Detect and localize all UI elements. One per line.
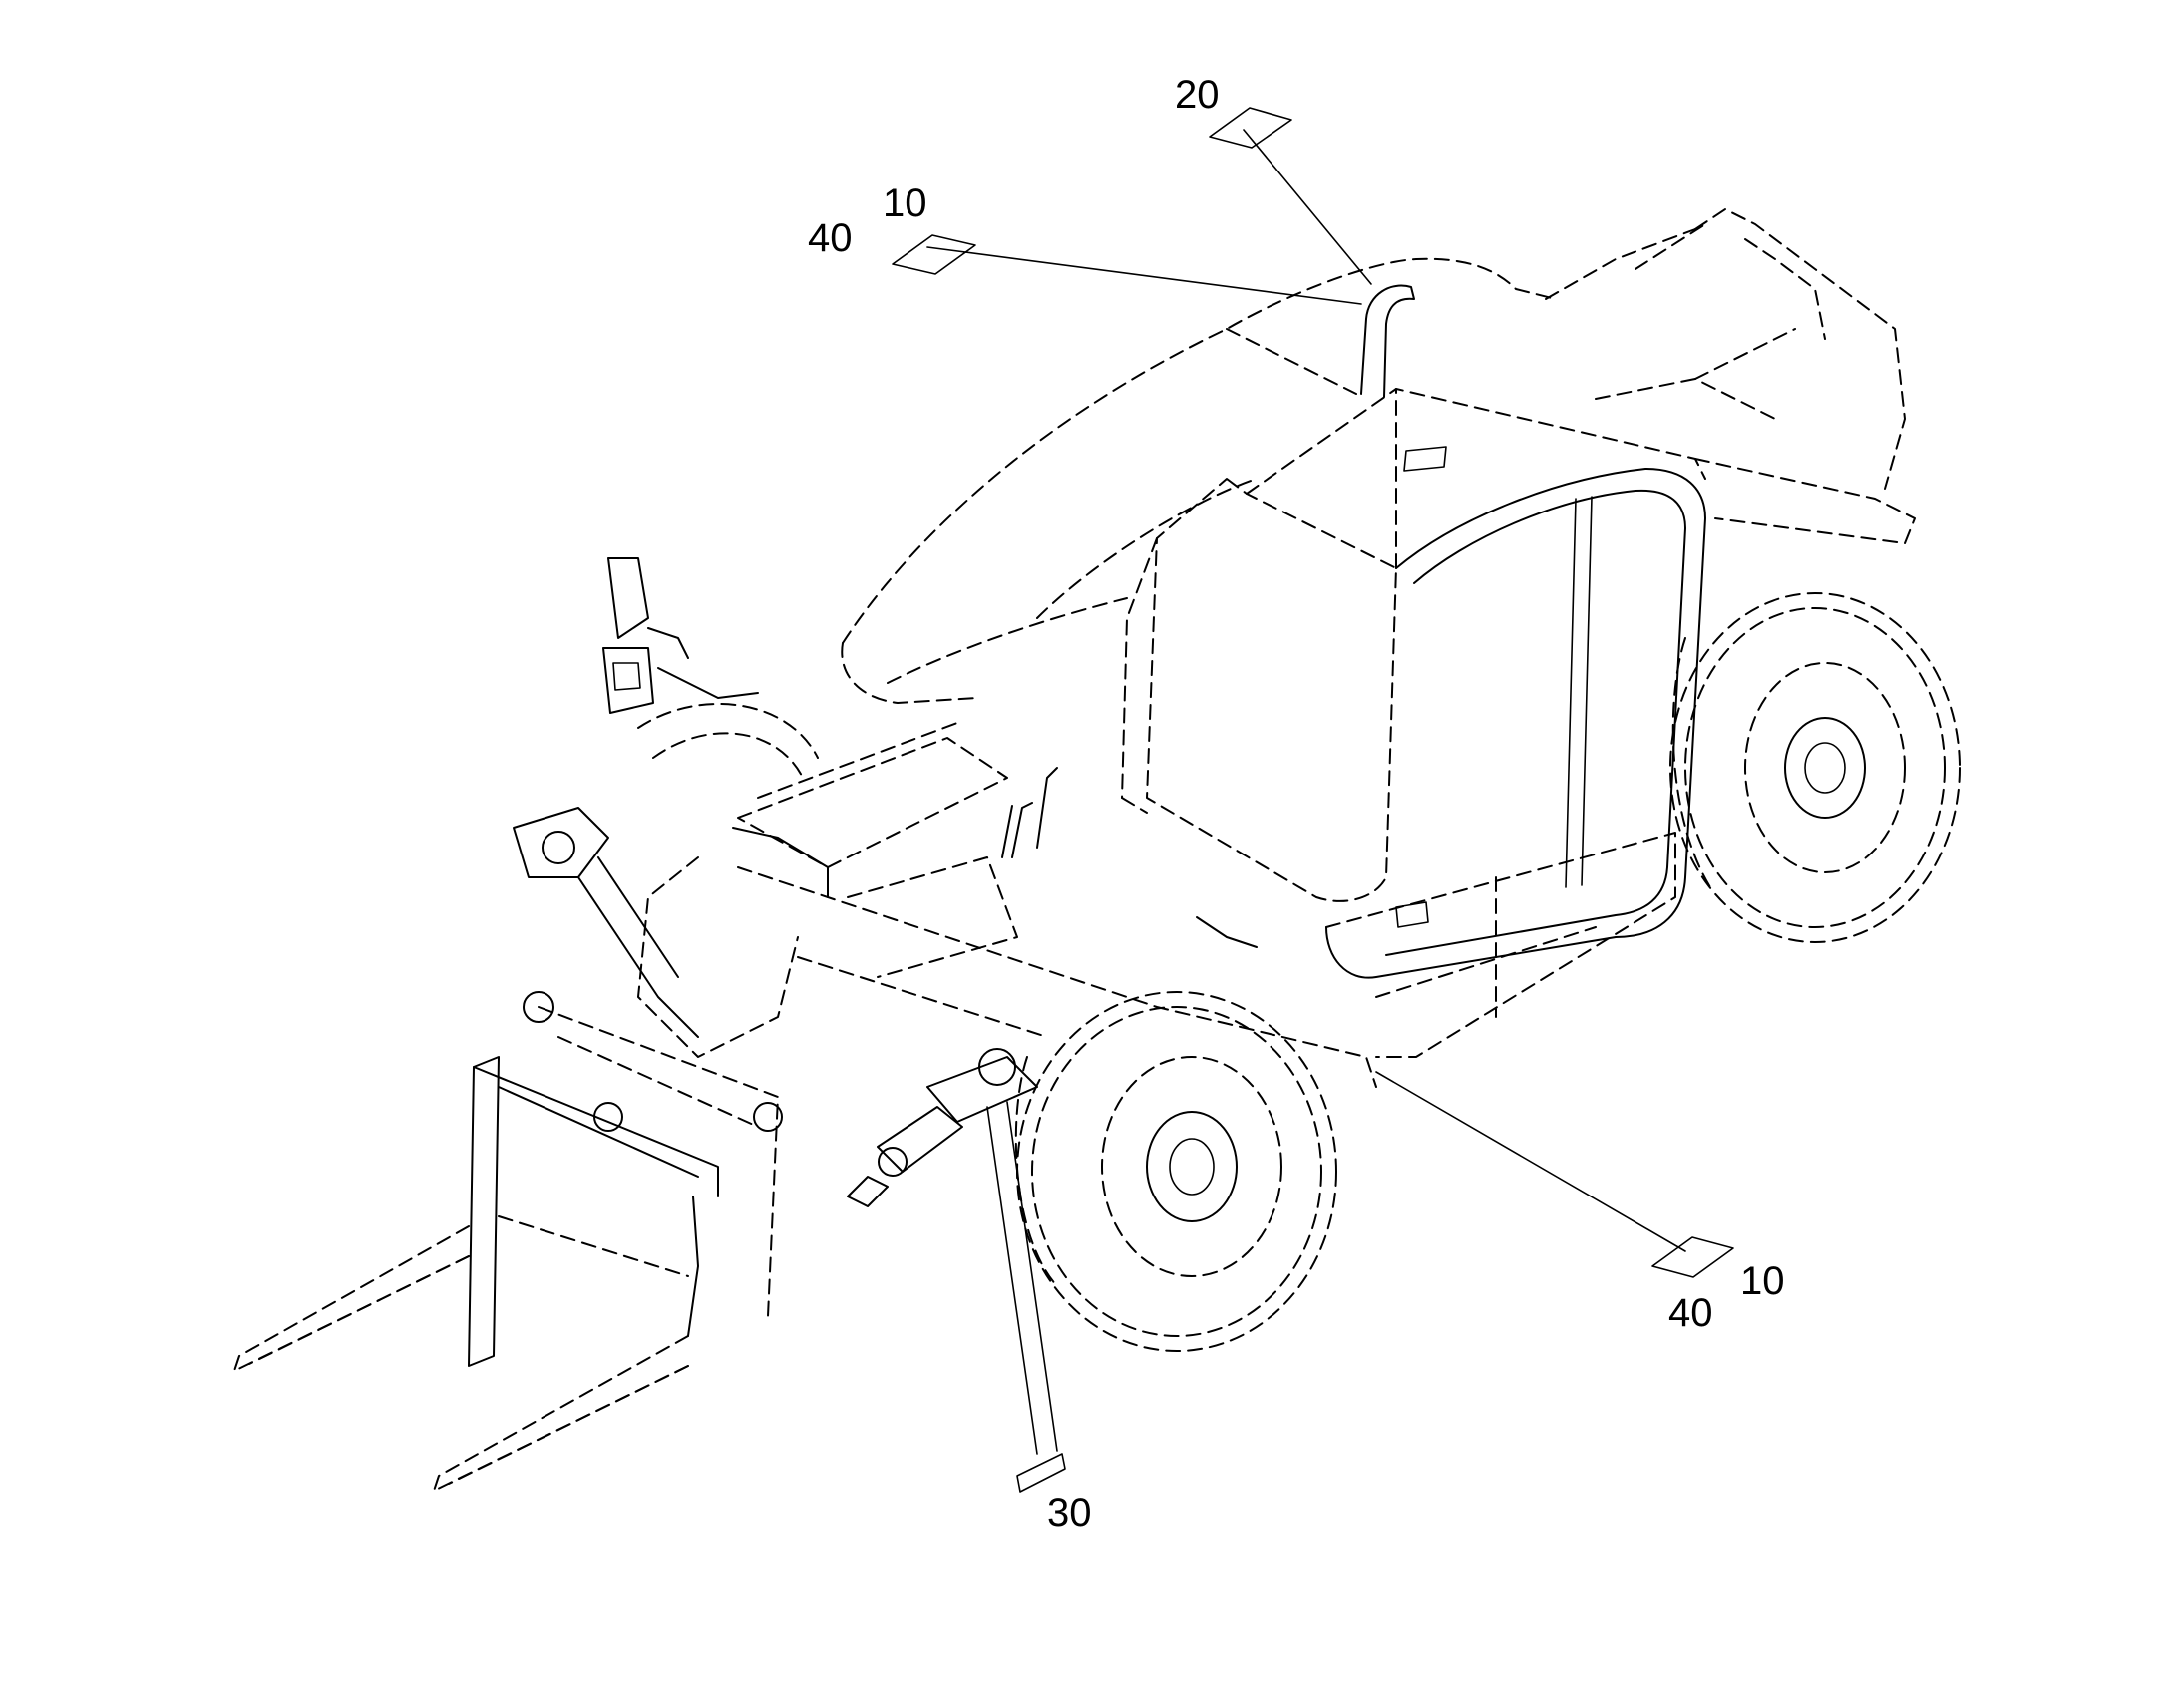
lift-cylinder	[847, 1048, 1038, 1207]
front-right-wheel	[1014, 991, 1337, 1352]
chassis-frame	[737, 832, 1676, 1088]
callout-marker-10-40-top	[892, 234, 976, 275]
rear-counterweight	[1545, 208, 1916, 544]
front-left-wheel	[637, 703, 819, 779]
fork-tine-lower	[433, 1335, 689, 1492]
boom-pivot-left	[513, 807, 699, 1038]
callout-label-10-right: 10	[1740, 1259, 1785, 1303]
callout-marker-30	[1016, 1453, 1066, 1493]
callout-marker-20	[1209, 107, 1292, 149]
rear-right-wheel	[1669, 592, 1961, 943]
callout-label-20: 20	[1175, 73, 1220, 117]
side-light-bracket	[602, 557, 759, 714]
engine-cover	[841, 257, 1557, 704]
callout-label-40-right: 40	[1668, 1291, 1713, 1335]
operator-cab	[1121, 388, 1706, 979]
callout-label-30: 30	[1047, 1491, 1092, 1535]
fork-carriage	[468, 991, 783, 1367]
callout-label-10-top: 10	[883, 181, 927, 225]
telescopic-boom	[637, 722, 1018, 1058]
hydraulic-hoses	[1001, 767, 1258, 948]
leader-lines	[926, 129, 1686, 1455]
callout-label-40-top: 40	[808, 216, 853, 260]
callout-marker-10-40-right	[1651, 1236, 1734, 1278]
fork-tine-upper	[233, 1225, 470, 1372]
exhaust-stack	[1360, 284, 1415, 398]
